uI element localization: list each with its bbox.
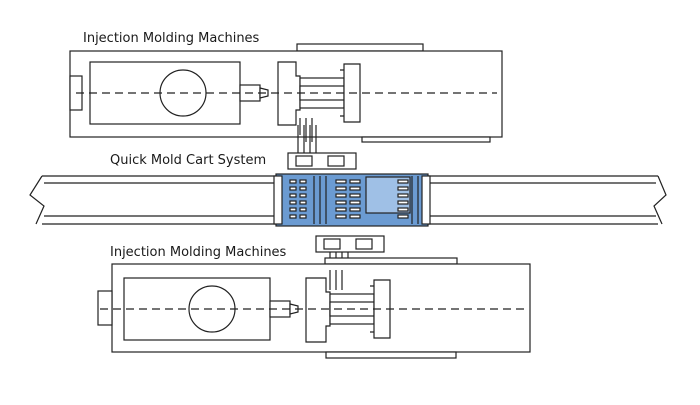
top-machines-label: Injection Molding Machines: [83, 31, 260, 46]
bottom-injection-machine: [97, 257, 531, 359]
bottom-machines-label: Injection Molding Machines: [110, 245, 287, 260]
top-connector: [287, 125, 357, 170]
top-injection-machine: [69, 43, 503, 143]
quick-mold-cart: [273, 173, 431, 227]
cart-system-label: Quick Mold Cart System: [110, 153, 267, 168]
